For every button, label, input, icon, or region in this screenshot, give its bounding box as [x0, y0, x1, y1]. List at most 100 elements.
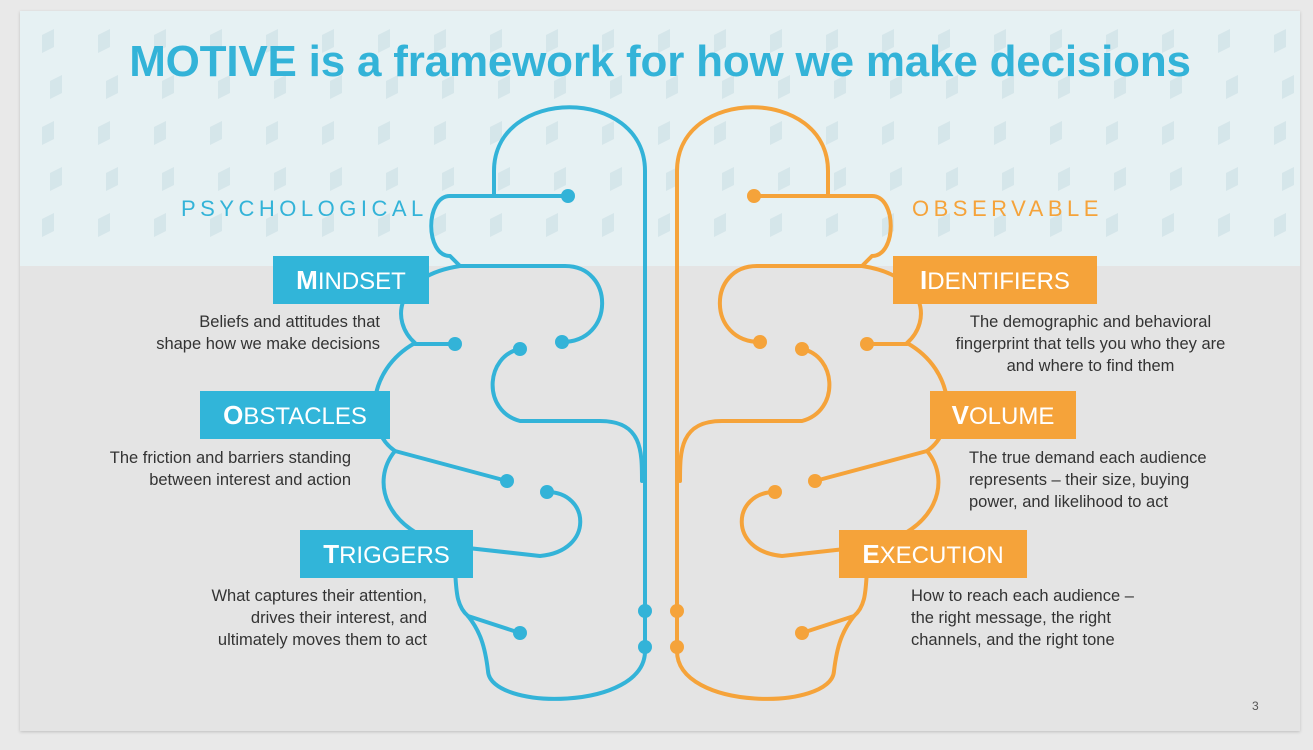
pattern-shape [602, 29, 614, 53]
left-fold-5 [448, 490, 583, 558]
pattern-shape [378, 29, 390, 53]
pattern-shape [658, 121, 670, 145]
pattern-shape [554, 167, 566, 191]
pattern-shape [770, 213, 782, 237]
psychological-label: PSYCHOLOGICAL [181, 196, 428, 221]
pattern-shape [1050, 213, 1062, 237]
pattern-shape [882, 121, 894, 145]
pattern-shape [1002, 75, 1014, 99]
pattern-shape [1050, 29, 1062, 53]
pattern-shape [42, 121, 54, 145]
volume-tag: VOLUME [930, 391, 1076, 439]
obstacles-description: The friction and barriers standing betwe… [109, 449, 351, 489]
pattern-shape [602, 213, 614, 237]
pattern-shape [1226, 167, 1238, 191]
pattern-shape [106, 167, 118, 191]
pattern-shape [1058, 167, 1070, 191]
pattern-shape [714, 29, 726, 53]
identifiers-description: The demographic and behavioral fingerpri… [955, 313, 1226, 375]
pattern-shape [98, 121, 110, 145]
pattern-shape [266, 29, 278, 53]
pattern-shape [1274, 121, 1286, 145]
triggers-tag: TRIGGERS [300, 530, 473, 578]
pattern-shape [330, 167, 342, 191]
pattern-shape [1282, 75, 1294, 99]
pattern-shape [1162, 213, 1174, 237]
pattern-shape [722, 167, 734, 191]
pattern-shape [778, 167, 790, 191]
pattern-shape [714, 121, 726, 145]
pattern-shape [722, 75, 734, 99]
pattern-shape [1162, 121, 1174, 145]
pattern-shape [1050, 121, 1062, 145]
pattern-shape [1218, 213, 1230, 237]
right-fold-1 [717, 264, 864, 344]
pattern-shape [1114, 75, 1126, 99]
pattern-shape [1162, 29, 1174, 53]
pattern-shape [498, 75, 510, 99]
pattern-shape [1218, 121, 1230, 145]
pattern-shape [490, 213, 502, 237]
left-fold-4 [393, 449, 509, 483]
pattern-shape [1282, 167, 1294, 191]
pattern-shape [154, 213, 166, 237]
pattern-shape [1170, 75, 1182, 99]
pattern-shape [1106, 121, 1118, 145]
right-nodes [670, 189, 874, 654]
pattern-shape [210, 121, 222, 145]
pattern-shape [994, 29, 1006, 53]
pattern-shape [218, 75, 230, 99]
pattern-shape [946, 167, 958, 191]
pattern-shape [266, 213, 278, 237]
pattern-shape [1226, 75, 1238, 99]
observable-label: OBSERVABLE [912, 196, 1103, 221]
pattern-shape [442, 167, 454, 191]
pattern-shape [1058, 75, 1070, 99]
pattern-shape [274, 167, 286, 191]
pattern-shape [106, 75, 118, 99]
pattern-shape [162, 75, 174, 99]
pattern-shape [1274, 29, 1286, 53]
pattern-shape [602, 121, 614, 145]
pattern-shape [386, 167, 398, 191]
pattern-shape [826, 121, 838, 145]
pattern-shape [714, 213, 726, 237]
pattern-shape [890, 75, 902, 99]
pattern-shape [42, 29, 54, 53]
pattern-shape [490, 29, 502, 53]
execution-tag: EXECUTION [839, 530, 1027, 578]
pattern-shape [378, 121, 390, 145]
pattern-shape [498, 167, 510, 191]
execution-description: How to reach each audience – the right m… [911, 587, 1134, 649]
pattern-shape [1218, 29, 1230, 53]
pattern-shape [434, 213, 446, 237]
left-nodes [448, 189, 652, 654]
pattern-shape [322, 213, 334, 237]
pattern-shape [994, 213, 1006, 237]
pattern-shape [1002, 167, 1014, 191]
pattern-shape [210, 213, 222, 237]
pattern-shape [322, 29, 334, 53]
pattern-shape [610, 167, 622, 191]
pattern-shape [98, 29, 110, 53]
pattern-shape [154, 29, 166, 53]
pattern-shape [386, 75, 398, 99]
pattern-shape [546, 121, 558, 145]
pattern-shape [890, 167, 902, 191]
pattern-shape [162, 167, 174, 191]
pattern-shape [274, 75, 286, 99]
identifiers-tag: IDENTIFIERS [893, 256, 1097, 304]
pattern-shape [546, 29, 558, 53]
pattern-shape [1170, 167, 1182, 191]
triggers-description: What captures their attention, drives th… [211, 587, 427, 649]
pattern-shape [322, 121, 334, 145]
page-number: 3 [1252, 699, 1259, 713]
pattern-shape [554, 75, 566, 99]
pattern-shape [1274, 213, 1286, 237]
left-fold-2 [490, 347, 644, 483]
right-fold-4 [813, 449, 929, 483]
pattern-shape [938, 29, 950, 53]
right-fold-6 [800, 614, 856, 635]
pattern-shape [330, 75, 342, 99]
pattern-shape [770, 29, 782, 53]
